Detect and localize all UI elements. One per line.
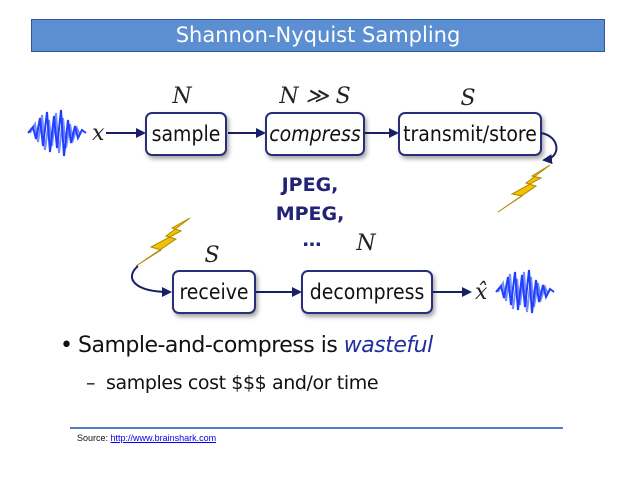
codec-jpeg: JPEG, (280, 174, 339, 196)
compress-label: compress (269, 122, 361, 146)
output-symbol: x̂ (475, 280, 488, 305)
bullet-main: •Sample-and-compress is wasteful (60, 333, 433, 358)
source-credit: Source: http://www.brainshark.com (77, 433, 216, 443)
decompress-box: decompress (301, 270, 433, 314)
receive-entry-arrow (131, 265, 172, 297)
codec-ellipsis: … (303, 229, 322, 251)
compress-annotation: N ≫ S (278, 84, 350, 109)
output-signal-icon (495, 269, 555, 314)
decompress-annotation: N (355, 231, 376, 256)
sample-annotation: N (171, 84, 192, 109)
sampling-diagram: x sample compress transmit/store N N ≫ S… (27, 84, 558, 314)
receive-label: receive (180, 280, 249, 304)
transmit-exit-arrow (540, 132, 558, 165)
slide-title: Shannon-Nyquist Sampling (31, 19, 605, 52)
bullet-sub-text: samples cost $$$ and/or time (106, 372, 379, 394)
sample-label: sample (152, 122, 221, 146)
transmit-annotation: S (460, 86, 475, 111)
lightning-icon (497, 164, 551, 213)
source-label: Source: (77, 433, 109, 443)
bullet-dot: • (60, 333, 73, 358)
transmit-store-box: transmit/store (398, 112, 542, 156)
bullet-main-text: Sample-and-compress is (78, 333, 338, 358)
bullet-emphasis: wasteful (343, 333, 433, 358)
source-link[interactable]: http://www.brainshark.com (110, 433, 217, 443)
decompress-label: decompress (310, 280, 425, 304)
lightning-icon (135, 217, 191, 267)
codec-mpeg: MPEG, (276, 203, 345, 225)
footer-divider (70, 427, 563, 429)
input-signal-icon (27, 109, 87, 157)
receive-box: receive (172, 270, 256, 314)
sample-box: sample (145, 112, 227, 156)
compress-box: compress (265, 112, 365, 156)
sub-dash: – (86, 372, 96, 394)
input-symbol: x (92, 121, 105, 146)
receive-annotation: S (204, 243, 219, 268)
bullet-sub: –samples cost $$$ and/or time (86, 372, 379, 394)
transmit-store-label: transmit/store (403, 122, 537, 146)
